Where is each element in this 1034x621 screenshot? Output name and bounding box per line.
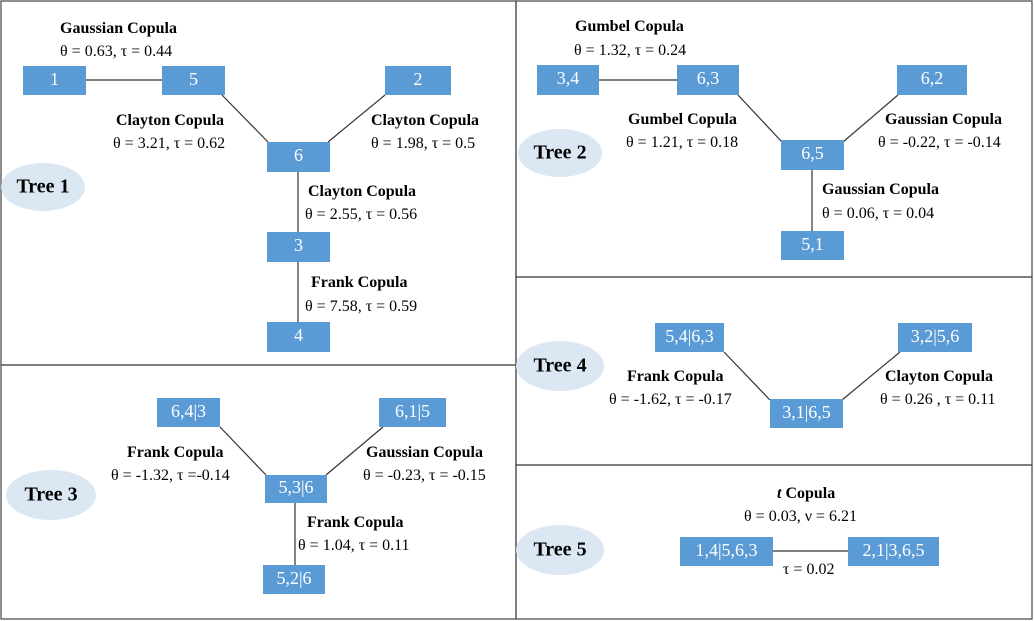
tree3-ellipse: [6, 470, 96, 520]
copula-name: Gaussian Copula: [822, 181, 939, 198]
tree4-label: Tree 4: [533, 355, 586, 377]
copula-params: θ = 0.03, ν = 6.21: [744, 508, 857, 525]
node-6-2-label: 6,2: [921, 68, 944, 88]
copula-tau: τ = 0.02: [783, 561, 834, 578]
node-3-4: 3,4: [537, 65, 599, 95]
node-6-4-3: 6,4|3: [157, 398, 220, 427]
copula-params: θ = 1.32, τ = 0.24: [574, 42, 686, 59]
edge-5-6: [221, 94, 269, 143]
node-3-2-5-6: 3,2|5,6: [898, 323, 972, 352]
node-5: 5: [162, 66, 225, 95]
node-6-5-label: 6,5: [801, 143, 824, 163]
copula-params: θ = -1.62, τ = -0.17: [609, 391, 732, 408]
copula-name: Frank Copula: [311, 274, 407, 291]
node-5-4-6-3: 5,4|6,3: [655, 323, 724, 352]
edge-5463-3165: [723, 351, 771, 401]
node-6-1-5-label: 6,1|5: [395, 401, 430, 421]
copula-params: θ = 1.98, τ = 0.5: [371, 135, 475, 152]
copula-name: Gumbel Copula: [628, 111, 737, 128]
node-6-3-label: 6,3: [697, 68, 720, 88]
copula-name: Gaussian Copula: [366, 444, 483, 461]
node-5-2-6: 5,2|6: [263, 565, 325, 594]
copula-params: θ = -1.32, τ =-0.14: [111, 467, 230, 484]
node-6-2: 6,2: [897, 65, 967, 95]
edge-3256-3165: [841, 351, 901, 401]
copula-name: Gumbel Copula: [575, 18, 684, 35]
copula-name-rest: Copula: [781, 485, 835, 502]
copula-name: Clayton Copula: [308, 183, 416, 200]
node-6-5: 6,5: [781, 140, 844, 170]
copula-name: Frank Copula: [627, 368, 723, 385]
edge-63-65: [737, 94, 783, 143]
edge-62-65: [842, 94, 899, 143]
node-5-1-label: 5,1: [801, 234, 824, 254]
node-4-label: 4: [294, 325, 303, 345]
node-6-1-5: 6,1|5: [379, 398, 446, 427]
tree4-ellipse: [516, 341, 604, 391]
copula-name: Clayton Copula: [371, 112, 479, 129]
node-3-4-label: 3,4: [557, 68, 580, 88]
node-2: 2: [385, 66, 451, 95]
node-5-1: 5,1: [781, 231, 844, 260]
node-6-3: 6,3: [677, 65, 739, 95]
node-3-label: 3: [294, 235, 303, 255]
node-3-2-5-6-label: 3,2|5,6: [911, 326, 960, 346]
node-2-1-3-6-5: 2,1|3,6,5: [848, 537, 939, 566]
node-1-4-5-6-3-label: 1,4|5,6,3: [695, 540, 757, 560]
tree4: Tree 4 5,4|6,3 3,2|5,6 3,1|6,5 Frank Cop…: [516, 323, 996, 428]
edge-2-6: [327, 94, 386, 143]
node-5-4-6-3-label: 5,4|6,3: [665, 326, 714, 346]
copula-params: θ = 1.04, τ = 0.11: [298, 537, 410, 554]
copula-params: θ = -0.22, τ = -0.14: [878, 134, 1001, 151]
node-1-4-5-6-3: 1,4|5,6,3: [680, 537, 773, 566]
tree5: Tree 5 1,4|5,6,3 2,1|3,6,5 t Copula θ = …: [516, 485, 939, 578]
copula-name: Gaussian Copula: [60, 20, 177, 37]
edge-643-536: [219, 426, 267, 476]
node-2-label: 2: [414, 69, 423, 89]
node-2-1-3-6-5-label: 2,1|3,6,5: [862, 540, 924, 560]
node-3: 3: [267, 232, 330, 262]
copula-params: θ = -0.23, τ = -0.15: [363, 467, 486, 484]
tree5-ellipse: [516, 525, 604, 575]
copula-name: Clayton Copula: [885, 368, 993, 385]
tree1-ellipse: [1, 163, 85, 211]
copula-name: Clayton Copula: [116, 112, 224, 129]
tree3: Tree 3 6,4|3 6,1|5 5,3|6 5,2|6 Frank Cop…: [6, 398, 486, 594]
copula-params: θ = 0.63, τ = 0.44: [60, 43, 172, 60]
node-5-2-6-label: 5,2|6: [276, 568, 311, 588]
copula-params: θ = 0.26 , τ = 0.11: [880, 391, 996, 408]
tree2-label: Tree 2: [533, 142, 586, 164]
tree3-label: Tree 3: [24, 484, 77, 506]
node-5-label: 5: [189, 69, 198, 89]
node-1: 1: [23, 66, 86, 95]
node-5-3-6-label: 5,3|6: [278, 477, 313, 497]
tree1-label: Tree 1: [16, 176, 69, 198]
tree5-label: Tree 5: [533, 539, 586, 561]
node-1-label: 1: [50, 69, 59, 89]
copula-params: θ = 0.06, τ = 0.04: [822, 205, 934, 222]
node-4: 4: [267, 322, 330, 352]
node-3-1-6-5: 3,1|6,5: [770, 399, 843, 428]
copula-name: Frank Copula: [307, 514, 403, 531]
tree2-ellipse: [518, 129, 602, 177]
node-6-label: 6: [294, 145, 303, 165]
copula-params: θ = 3.21, τ = 0.62: [113, 135, 225, 152]
tree2: Tree 2 3,4 6,3 6,2 6,5 5,1 Gumbel Copula…: [518, 18, 1002, 260]
copula-params: θ = 7.58, τ = 0.59: [305, 298, 417, 315]
node-5-3-6: 5,3|6: [265, 475, 327, 503]
copula-params: θ = 1.21, τ = 0.18: [626, 134, 738, 151]
tree1: Tree 1 1 5 6 2 3 4 Gaussian Copula θ = 0…: [1, 20, 479, 352]
tree5-panel: [515, 464, 1033, 620]
node-6-4-3-label: 6,4|3: [171, 401, 206, 421]
copula-name: Frank Copula: [127, 444, 223, 461]
copula-params: θ = 2.55, τ = 0.56: [305, 206, 417, 223]
node-6: 6: [267, 142, 330, 172]
node-3-1-6-5-label: 3,1|6,5: [782, 402, 831, 422]
copula-name: t Copula: [777, 485, 835, 502]
t-prefix: t: [777, 485, 782, 502]
edge-615-536: [325, 426, 384, 476]
copula-name: Gaussian Copula: [885, 111, 1002, 128]
